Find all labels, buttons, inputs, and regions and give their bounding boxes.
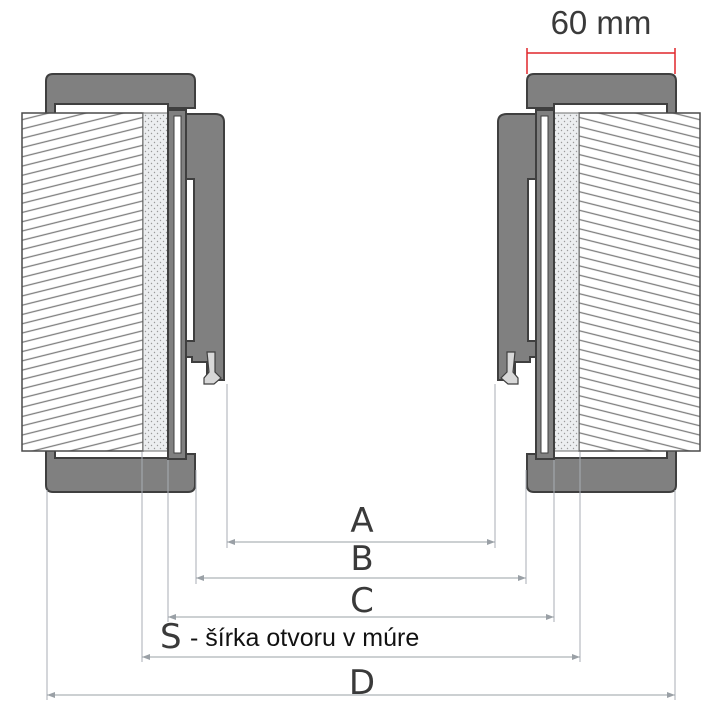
left-frame-casing — [45, 73, 196, 493]
left-wall-hatched — [21, 112, 144, 452]
dimension-a: A — [227, 501, 495, 545]
dimension-c: C — [168, 581, 554, 621]
dimension-s-description: - šírka otvoru v múre — [190, 624, 419, 652]
left-frame-jamb-board — [185, 113, 225, 381]
left-insulation — [142, 112, 169, 452]
right-frame-jamb-board — [497, 113, 537, 381]
right-door-seal — [500, 351, 519, 385]
frame-width-label: 60 mm — [551, 4, 652, 41]
left-door-seal — [203, 351, 222, 385]
dimension-c-label: C — [350, 581, 374, 621]
dimension-a-label: A — [350, 501, 373, 541]
dimension-s: S - šírka otvoru v múre — [142, 617, 580, 660]
right-insulation — [553, 112, 580, 452]
dimension-d: D — [47, 663, 675, 703]
extension-lines — [46, 384, 676, 700]
right-jamb — [497, 73, 701, 493]
dimension-b-label: B — [350, 539, 373, 579]
dimension-d-label: D — [349, 663, 375, 703]
dimension-b: B — [196, 539, 526, 581]
dimension-s-label: S — [160, 617, 182, 657]
right-frame-casing — [526, 73, 677, 493]
left-jamb — [21, 73, 225, 493]
right-wall-hatched — [578, 112, 701, 452]
frame-width-marker: 60 mm — [526, 4, 676, 74]
